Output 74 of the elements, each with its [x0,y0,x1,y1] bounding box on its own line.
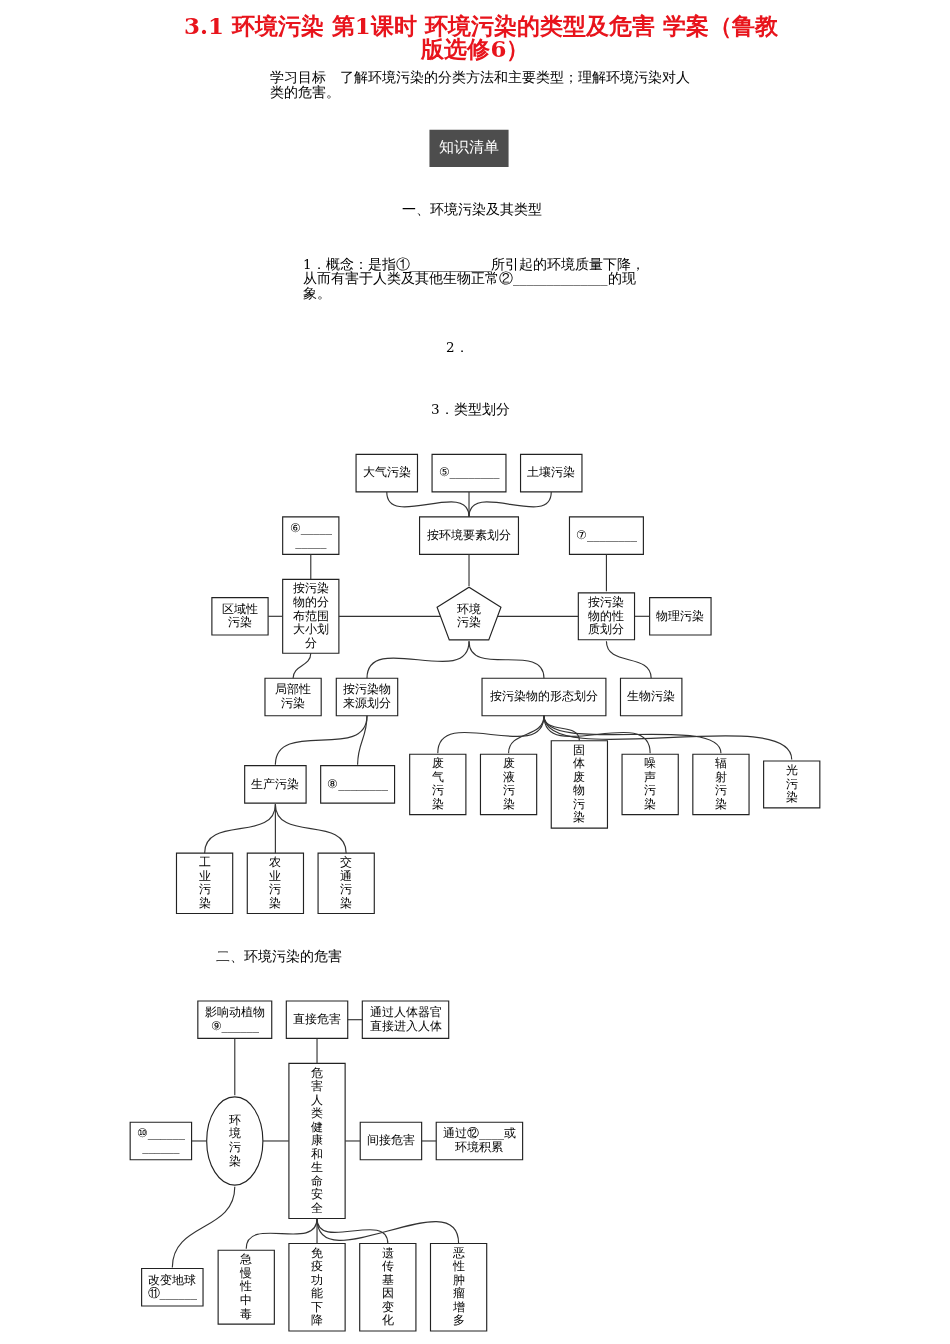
connector [316,1037,318,1064]
connector [292,652,312,679]
connector [605,640,652,679]
connector [262,1140,290,1142]
node-box: 物理污染 [649,597,712,636]
connector [274,803,347,854]
node-box: 通过人体器官直接进入人体 [361,1000,450,1039]
node-box: ⑧________ [320,765,396,804]
connector [316,1217,389,1245]
node-box: 按污染物来源划分 [335,677,399,717]
connector [421,1140,437,1142]
connector [267,615,284,617]
label: 1．概念：是指①____________所引起的环境质量下降，从而有害于人类及其他生物正常②______________的现象。 [302,255,645,301]
connector [468,491,552,518]
connector [234,1037,236,1096]
connector [316,1217,460,1245]
node-box: 按环境要素划分 [419,516,520,555]
node-box: 辐射污染 [692,753,750,816]
node-box: 局部性污染 [264,677,322,717]
node-box: 按污染物的形态划分 [481,677,607,717]
node-box: 急慢性中毒 [217,1249,275,1325]
connector [386,491,470,518]
node-box: 交通污染 [317,852,375,915]
node-box: 生产污染 [244,765,307,804]
label: 一、环境污染及其类型 [402,201,543,218]
label: 3．类型划分 [431,401,510,418]
connector [497,615,579,617]
connector [204,803,276,854]
label: 知识清单 [438,138,499,156]
connector [310,553,312,580]
label: 二、环境污染的危害 [215,947,342,964]
node-box: 大气污染 [355,453,419,493]
node-box: ⑥__________ [282,516,340,555]
node-box: 危害人类健康和生命安全 [288,1062,346,1220]
connector [543,715,793,761]
node-box: 农业污染 [246,852,305,915]
node-box: 遗传基因变化 [359,1242,417,1332]
node-box: 固体废物污染 [550,740,609,829]
node-box: 土壤污染 [519,453,583,493]
node-box: 噪声污染 [621,753,679,816]
node-box: 影响动植物⑨______ [197,1000,273,1039]
node-box: 生物污染 [619,677,683,717]
node-box: ⑤________ [431,453,507,493]
node-box: 废气污染 [409,753,467,816]
connector [605,553,607,592]
connector [543,715,651,754]
connector [191,1140,208,1142]
node-box: 光污染 [763,760,821,809]
connector [338,615,441,617]
node-box: 直接危害 [285,1000,349,1039]
node-box: 恶性肿瘤增多 [429,1242,488,1332]
diagram-title: 3.1 环境污染 第1课时 环境污染的类型及危害 学案（鲁教版选修6） [184,12,778,63]
connector [468,553,470,587]
node-box: 区域性污染 [211,597,269,636]
connector [468,640,545,679]
node-box: 免疫功能下降 [288,1242,346,1332]
node-box: ⑩____________ [129,1121,193,1161]
node-box: ⑦________ [568,516,644,555]
node-box: 按污染物的性质划分 [577,592,636,641]
node-ellipse: 环境污染 [206,1096,264,1186]
label: 2． [446,338,469,355]
connector [468,491,470,518]
connector [274,715,368,766]
connector [344,1140,361,1142]
node-box: 改变地球⑪______ [141,1267,204,1307]
connector [543,715,722,754]
node-box: 间接危害 [359,1121,423,1161]
node-box: 工业污染 [175,852,234,915]
connector [357,715,368,766]
label: 学习目标 了解环境污染的分类方法和主要类型；理解环境污染对人类的危害。 [269,69,690,100]
node-box: 通过⑫____或环境积累 [435,1121,524,1161]
node-box: 按污染物的分布范围大小划分 [282,578,340,654]
connector [171,1186,236,1269]
node-box: 废液污染 [479,753,538,816]
